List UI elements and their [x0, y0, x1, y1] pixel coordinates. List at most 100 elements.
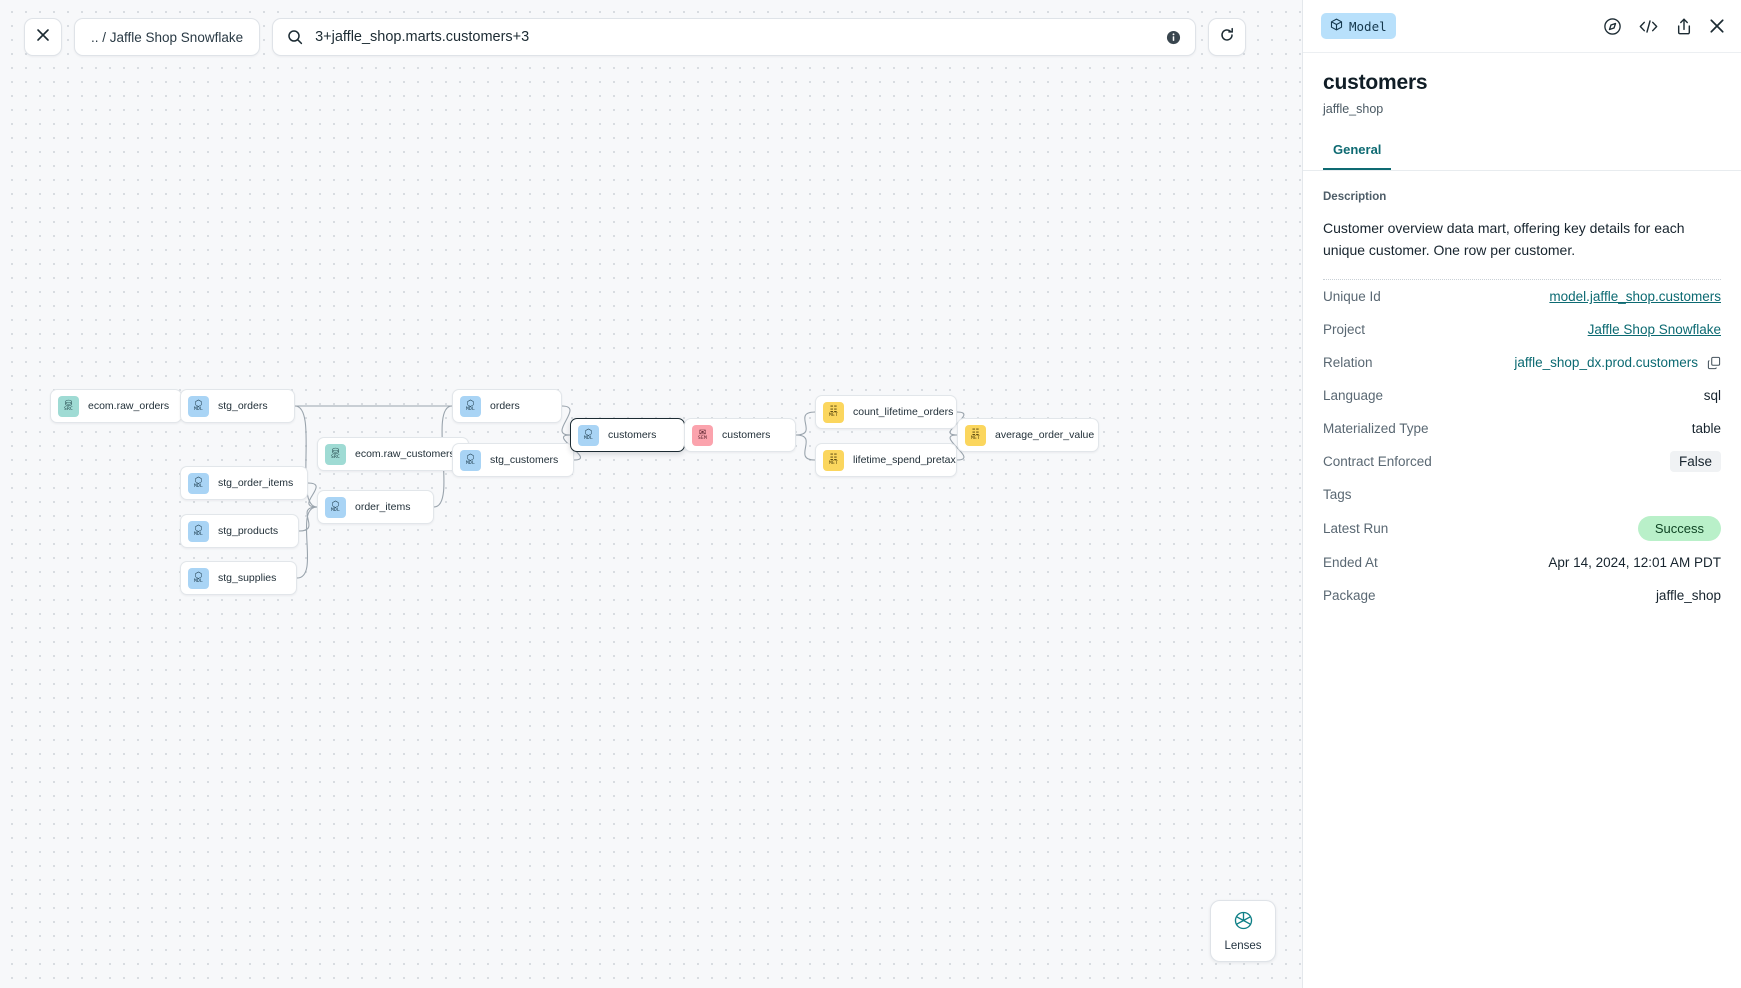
panel-title-block: customers jaffle_shop [1303, 53, 1741, 116]
close-icon[interactable] [1709, 18, 1725, 34]
detail-value[interactable]: jaffle_shop_dx.prod.customers [1514, 355, 1698, 371]
lineage-node[interactable]: ⬡MDL stg_products [180, 514, 299, 548]
lenses-label: Lenses [1224, 940, 1262, 952]
search-input[interactable]: 3+jaffle_shop.marts.customers+3 [315, 29, 530, 45]
breadcrumb[interactable]: .. / Jaffle Shop Snowflake [74, 18, 261, 56]
lineage-node-label: customers [608, 429, 657, 441]
divider [1323, 279, 1721, 281]
lens-icon [1233, 910, 1254, 936]
lineage-edge [795, 434, 816, 461]
lineage-node[interactable]: ⛁SRC ecom.raw_orders [50, 389, 182, 423]
lenses-button[interactable]: Lenses [1210, 900, 1276, 962]
detail-value-wrap: Jaffle Shop Snowflake [1588, 322, 1721, 337]
search-icon [287, 29, 303, 45]
detail-value: Apr 14, 2024, 12:01 AM PDT [1548, 555, 1721, 571]
refresh-icon [1219, 27, 1235, 48]
copy-icon[interactable] [1707, 356, 1721, 370]
panel-content: Description Customer overview data mart,… [1303, 171, 1741, 612]
detail-value[interactable]: Jaffle Shop Snowflake [1587, 322, 1721, 338]
detail-value: sql [1703, 388, 1721, 404]
met-badge-icon: ☷MET [965, 424, 986, 446]
resource-type-chip[interactable]: Model [1321, 13, 1396, 39]
detail-value-wrap: jaffle_shop_dx.prod.customers [1514, 355, 1721, 370]
detail-value-wrap: Apr 14, 2024, 12:01 AM PDT [1548, 555, 1721, 570]
lineage-node[interactable]: ☷MET average_order_value [957, 418, 1099, 452]
lineage-node-label: ecom.raw_orders [88, 400, 170, 412]
detail-row: Package jaffle_shop [1323, 579, 1721, 612]
detail-key: Language [1323, 388, 1384, 404]
panel-tabs: General [1303, 142, 1741, 171]
details-panel: Model [1302, 0, 1741, 988]
detail-value[interactable]: model.jaffle_shop.customers [1549, 289, 1721, 305]
detail-key: Ended At [1323, 555, 1378, 571]
info-icon[interactable] [1166, 30, 1181, 45]
mdl-badge-icon: ⬡MDL [188, 472, 209, 494]
lineage-search-box[interactable]: 3+jaffle_shop.marts.customers+3 [272, 18, 1197, 56]
cube-icon [1330, 18, 1343, 34]
detail-value: table [1691, 421, 1721, 437]
lineage-canvas[interactable]: .. / Jaffle Shop Snowflake 3+jaffle_shop… [0, 0, 1302, 988]
detail-value-wrap: False [1669, 451, 1721, 473]
detail-value: jaffle_shop [1655, 588, 1721, 604]
status-badge: Success [1637, 516, 1721, 542]
refresh-button[interactable] [1208, 18, 1247, 56]
breadcrumb-label: .. / Jaffle Shop Snowflake [91, 29, 244, 45]
close-lineage-button[interactable] [24, 18, 62, 56]
detail-value: False [1669, 451, 1721, 473]
detail-value-wrap: model.jaffle_shop.customers [1549, 289, 1721, 304]
lineage-edge [298, 506, 318, 532]
detail-key: Materialized Type [1323, 421, 1429, 437]
met-badge-icon: ☷MET [823, 401, 844, 423]
lineage-node-label: order_items [355, 501, 411, 513]
lineage-node-label: count_lifetime_orders [853, 406, 954, 418]
mdl-badge-icon: ⬡MDL [188, 395, 209, 417]
mdl-badge-icon: ⬡MDL [188, 567, 209, 589]
met-badge-icon: ☷MET [823, 449, 844, 471]
code-icon[interactable] [1638, 17, 1659, 36]
detail-value-wrap: jaffle_shop [1656, 588, 1721, 603]
src-badge-icon: ⛁SRC [325, 443, 346, 465]
src-badge-icon: ⛁SRC [58, 395, 79, 417]
detail-row: Tags [1323, 478, 1721, 511]
lineage-node-label: orders [490, 400, 520, 412]
mdl-badge-icon: ⬡MDL [188, 520, 209, 542]
detail-key: Tags [1323, 487, 1352, 503]
detail-key: Package [1323, 588, 1376, 604]
panel-action-group [1603, 17, 1725, 36]
sem-badge-icon: ✉SEM [692, 424, 713, 446]
lineage-node-label: stg_products [218, 525, 279, 537]
lineage-node[interactable]: ⬡MDL stg_supplies [180, 561, 297, 595]
page-subtitle: jaffle_shop [1323, 102, 1384, 116]
description-text: Customer overview data mart, offering ke… [1323, 220, 1685, 259]
lineage-node[interactable]: ⬡MDL orders [452, 389, 562, 423]
lineage-edge [561, 405, 571, 436]
mdl-badge-icon: ⬡MDL [460, 395, 481, 417]
lineage-node[interactable]: ⬡MDL stg_orders [180, 389, 295, 423]
detail-value-wrap: table [1692, 421, 1721, 436]
lineage-edge [795, 411, 816, 436]
share-icon[interactable] [1675, 17, 1693, 36]
lineage-node[interactable]: ☷MET count_lifetime_orders [815, 395, 957, 429]
tab-general[interactable]: General [1323, 142, 1392, 170]
explore-icon[interactable] [1603, 17, 1622, 36]
lineage-node-label: stg_supplies [218, 572, 277, 584]
lineage-node-label: stg_orders [218, 400, 268, 412]
detail-row: Language sql [1323, 379, 1721, 412]
panel-header: Model [1303, 0, 1741, 53]
lineage-node-label: average_order_value [995, 429, 1095, 441]
